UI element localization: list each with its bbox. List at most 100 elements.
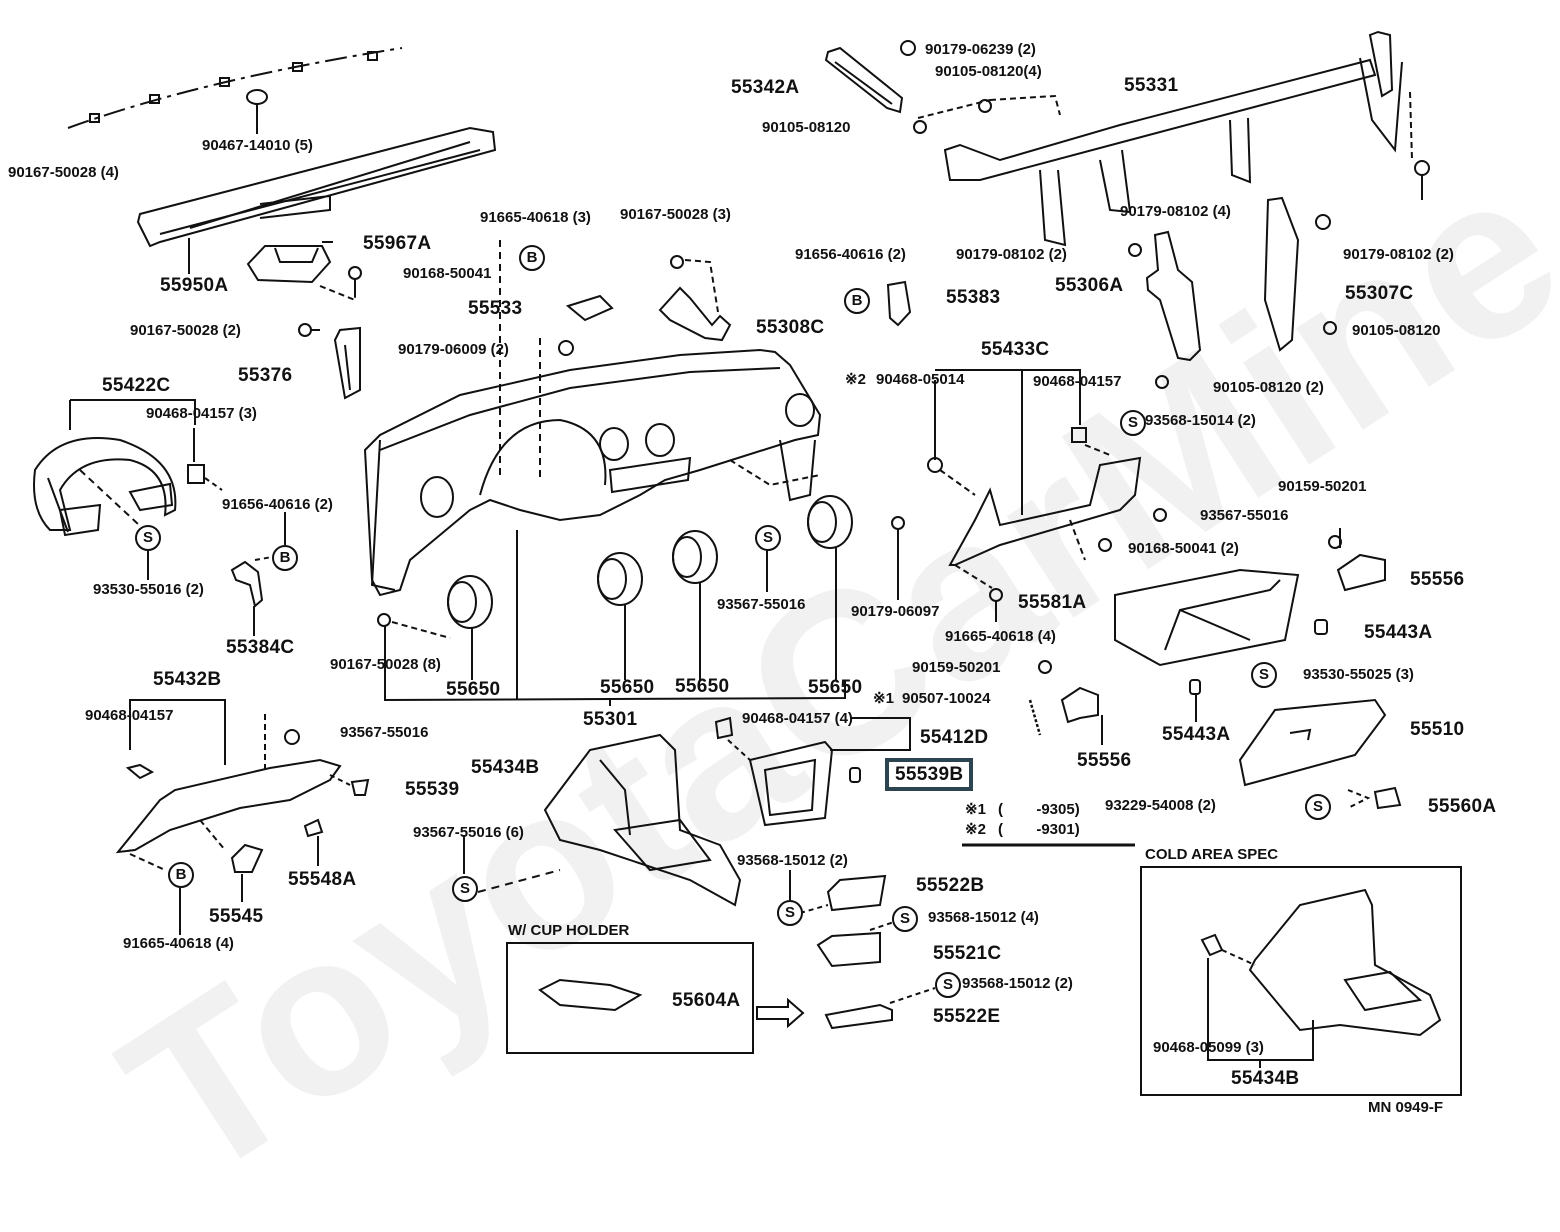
bracket-55384c xyxy=(230,560,264,608)
part-label[interactable]: 55342A xyxy=(731,77,800,98)
symbol-s-marker: S xyxy=(1305,794,1331,820)
part-label[interactable]: 90167-50028 (4) xyxy=(8,164,119,181)
part-label[interactable]: 55950A xyxy=(160,275,229,296)
part-label[interactable]: 55548A xyxy=(288,869,357,890)
part-label[interactable]: 93568-15012 (2) xyxy=(737,852,848,869)
part-label[interactable]: 91665-40618 (4) xyxy=(945,628,1056,645)
part-label[interactable]: 90179-08102 (2) xyxy=(1343,246,1454,263)
part-label[interactable]: 55307C xyxy=(1345,283,1414,304)
part-label[interactable]: 55650 xyxy=(675,676,730,697)
part-label[interactable]: 90507-10024 xyxy=(902,690,991,707)
part-label[interactable]: 90179-06009 (2) xyxy=(398,341,509,358)
part-label[interactable]: 55522B xyxy=(916,875,985,896)
part-label[interactable]: 55376 xyxy=(238,365,293,386)
part-label[interactable]: 93530-55016 (2) xyxy=(93,581,204,598)
note-range-1: ( -9305) xyxy=(998,801,1080,818)
part-label[interactable]: 55650 xyxy=(808,677,863,698)
part-label[interactable]: 55434B xyxy=(471,757,540,778)
symbol-s-marker: S xyxy=(135,525,161,551)
part-label[interactable]: 55443A xyxy=(1162,724,1231,745)
part-label[interactable]: 90468-05014 xyxy=(876,371,965,388)
part-label[interactable]: 55422C xyxy=(102,375,171,396)
part-label[interactable]: 90179-08102 (4) xyxy=(1120,203,1231,220)
part-label[interactable]: 93568-15014 (2) xyxy=(1145,412,1256,429)
part-label[interactable]: 90159-50201 xyxy=(1278,478,1367,495)
highlighted-part-label[interactable]: 55539B xyxy=(885,758,974,791)
note-mark-1: ※1 xyxy=(965,801,986,818)
cold-area-box xyxy=(1140,866,1462,1096)
part-label[interactable]: 90468-04157 xyxy=(85,707,174,724)
tray-55522e xyxy=(824,1003,893,1030)
part-label[interactable]: 55967A xyxy=(363,233,432,254)
part-label[interactable]: 90179-06097 xyxy=(851,603,940,620)
cup-holder-55604a xyxy=(538,978,643,1012)
part-label[interactable]: 93567-55016 xyxy=(340,724,429,741)
part-label[interactable]: 90105-08120 (2) xyxy=(1213,379,1324,396)
note-mark-1: ※1 xyxy=(873,690,894,707)
part-label[interactable]: 55522E xyxy=(933,1006,1001,1027)
part-label[interactable]: 93229-54008 (2) xyxy=(1105,797,1216,814)
symbol-s-marker: S xyxy=(777,900,803,926)
part-label[interactable]: 90105-08120(4) xyxy=(935,63,1042,80)
part-label[interactable]: 93568-15012 (2) xyxy=(962,975,1073,992)
part-label[interactable]: 55510 xyxy=(1410,719,1465,740)
part-label[interactable]: 55545 xyxy=(209,906,264,927)
part-label[interactable]: 90105-08120 xyxy=(762,119,851,136)
part-label[interactable]: 55539 xyxy=(405,779,460,800)
part-label[interactable]: 55434B xyxy=(1231,1068,1300,1089)
part-label[interactable]: 55650 xyxy=(446,679,501,700)
part-label[interactable]: 90468-04157 (3) xyxy=(146,405,257,422)
part-label[interactable]: 90467-14010 (5) xyxy=(202,137,313,154)
part-label[interactable]: 91656-40616 (2) xyxy=(222,496,333,513)
part-label[interactable]: 90159-50201 xyxy=(912,659,1001,676)
part-label[interactable]: 55301 xyxy=(583,709,638,730)
glovebox-55581a xyxy=(1114,568,1300,667)
part-label[interactable]: 90179-06239 (2) xyxy=(925,41,1036,58)
glovebox-door-55510 xyxy=(1238,698,1387,787)
part-label[interactable]: 55306A xyxy=(1055,275,1124,296)
arrow-icon xyxy=(756,997,805,1029)
part-label[interactable]: 55650 xyxy=(600,677,655,698)
part-label[interactable]: 55556 xyxy=(1410,569,1465,590)
part-label[interactable]: 90168-50041 (2) xyxy=(1128,540,1239,557)
part-label[interactable]: 91665-40618 (3) xyxy=(480,209,591,226)
part-label[interactable]: 55533 xyxy=(468,298,523,319)
part-label[interactable]: 55556 xyxy=(1077,750,1132,771)
part-label[interactable]: 55581A xyxy=(1018,592,1087,613)
symbol-s-marker: S xyxy=(935,972,961,998)
side-defroster-nozzle xyxy=(246,245,332,284)
part-label[interactable]: 91665-40618 (4) xyxy=(123,935,234,952)
part-label[interactable]: 55383 xyxy=(946,287,1001,308)
lock-55560a xyxy=(1373,786,1402,810)
symbol-b-marker: B xyxy=(519,245,545,271)
part-label[interactable]: 55521C xyxy=(933,943,1002,964)
part-label[interactable]: 90105-08120 xyxy=(1352,322,1441,339)
part-label[interactable]: 93568-15012 (4) xyxy=(928,909,1039,926)
part-label[interactable]: 55604A xyxy=(672,990,741,1011)
part-label[interactable]: 93567-55016 xyxy=(1200,507,1289,524)
part-label[interactable]: 93530-55025 (3) xyxy=(1303,666,1414,683)
part-label[interactable]: 90167-50028 (8) xyxy=(330,656,441,673)
part-label[interactable]: 55308C xyxy=(756,317,825,338)
symbol-s-marker: S xyxy=(1120,410,1146,436)
part-label[interactable]: 90168-50041 xyxy=(403,265,492,282)
part-label[interactable]: 55331 xyxy=(1124,75,1179,96)
part-label[interactable]: 55432B xyxy=(153,669,222,690)
part-label[interactable]: 55433C xyxy=(981,339,1050,360)
part-label[interactable]: 93567-55016 xyxy=(717,596,806,613)
part-label[interactable]: 55384C xyxy=(226,637,295,658)
ashtray-55522b xyxy=(826,874,887,912)
symbol-b-marker: B xyxy=(272,545,298,571)
part-label[interactable]: 55412D xyxy=(920,727,989,748)
part-label[interactable]: 93567-55016 (6) xyxy=(413,824,524,841)
part-label[interactable]: 90468-05099 (3) xyxy=(1153,1039,1264,1056)
part-label[interactable]: 91656-40616 (2) xyxy=(795,246,906,263)
part-label[interactable]: 55560A xyxy=(1428,796,1497,817)
part-label[interactable]: 90167-50028 (2) xyxy=(130,322,241,339)
part-label[interactable]: 55443A xyxy=(1364,622,1433,643)
part-label[interactable]: 90468-04157 (4) xyxy=(742,710,853,727)
part-label[interactable]: 90468-04157 xyxy=(1033,373,1122,390)
symbol-s-marker: S xyxy=(892,906,918,932)
part-label[interactable]: 90179-08102 (2) xyxy=(956,246,1067,263)
part-label[interactable]: 90167-50028 (3) xyxy=(620,206,731,223)
